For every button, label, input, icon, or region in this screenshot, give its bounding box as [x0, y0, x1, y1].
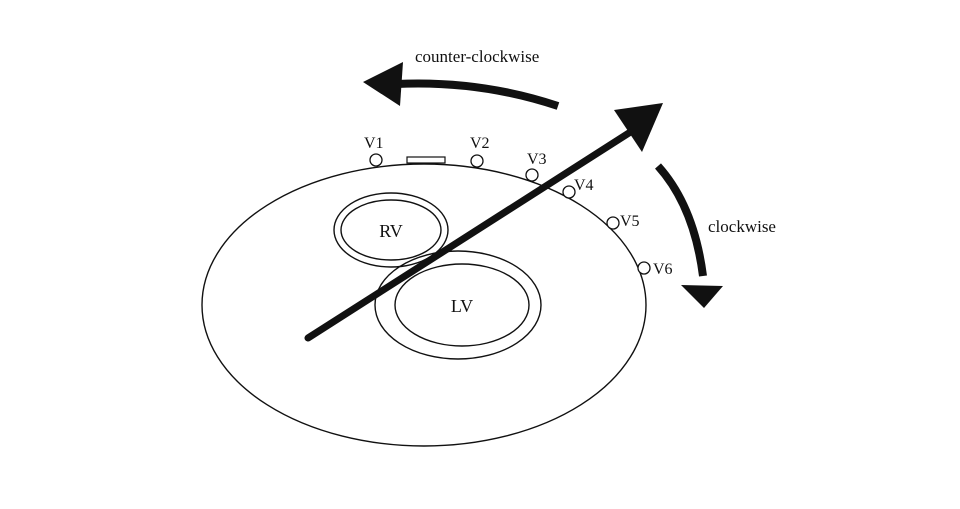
clockwise-label: clockwise — [708, 217, 776, 236]
lead-v5-electrode — [606, 216, 620, 230]
lv-label: LV — [451, 296, 473, 316]
chest-outline — [201, 163, 647, 447]
counter-clockwise-label: counter-clockwise — [415, 47, 539, 66]
lead-v4-label: V4 — [574, 177, 594, 194]
lead-v3: V3 — [525, 151, 547, 182]
sternum-marker — [406, 156, 446, 164]
lead-v2-label: V2 — [470, 135, 490, 152]
rv-label: RV — [379, 221, 403, 241]
electrical-axis-arrow — [304, 103, 663, 342]
clockwise-arrow — [655, 163, 723, 308]
lead-v5-label: V5 — [620, 213, 640, 230]
lead-v6-label: V6 — [653, 261, 673, 278]
lead-v4: V4 — [562, 177, 594, 199]
lead-v5: V5 — [606, 213, 640, 230]
lead-v6: V6 — [637, 261, 673, 278]
lead-v1: V1 — [364, 135, 384, 167]
lead-v4-electrode — [562, 185, 576, 199]
lead-v6-electrode — [637, 261, 651, 275]
right-ventricle: RV — [333, 192, 449, 268]
lead-v2: V2 — [470, 135, 490, 168]
lead-v2-electrode — [470, 154, 484, 168]
lead-v3-label: V3 — [527, 151, 547, 168]
lead-v3-electrode — [525, 168, 539, 182]
counter-clockwise-arrow — [363, 62, 560, 110]
left-ventricle: LV — [374, 250, 542, 360]
lead-v1-label: V1 — [364, 135, 384, 152]
lead-v1-electrode — [369, 153, 383, 167]
